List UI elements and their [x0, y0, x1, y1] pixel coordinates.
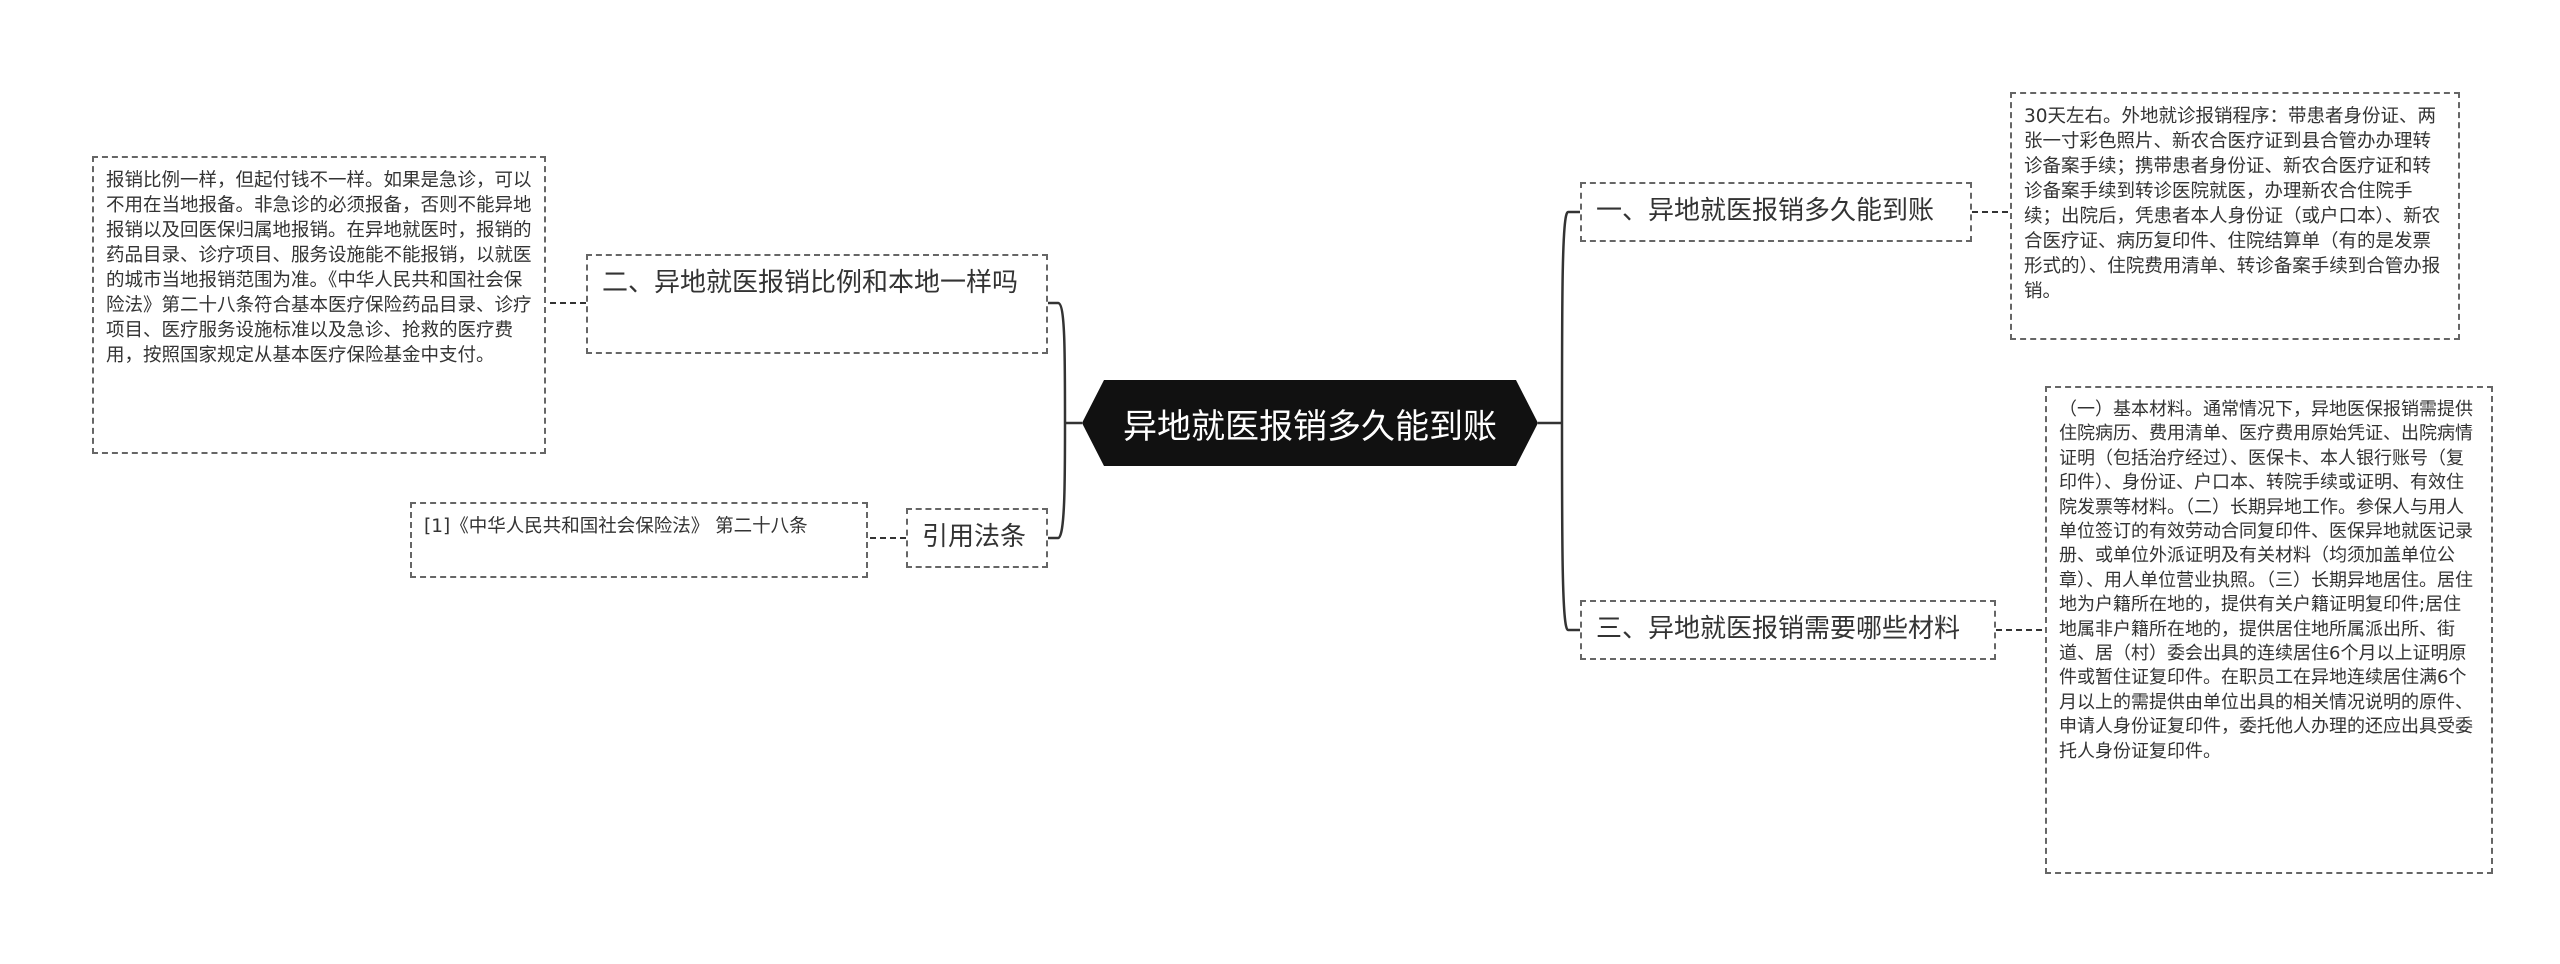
central-topic-text: 异地就医报销多久能到账: [1123, 406, 1497, 447]
branch-required-materials: 三、异地就医报销需要哪些材料: [1580, 600, 1996, 660]
central-topic: 异地就医报销多久能到账: [1082, 380, 1538, 466]
detail-cited-law: [1]《中华人民共和国社会保险法》 第二十八条: [410, 502, 868, 578]
branch-required-materials-label: 三、异地就医报销需要哪些材料: [1596, 614, 1961, 644]
branch-reimbursement-ratio: 二、异地就医报销比例和本地一样吗: [586, 254, 1048, 354]
branch-cited-law: 引用法条: [906, 508, 1048, 568]
detail-reimbursement-time: 30天左右。外地就诊报销程序：带患者身份证、两张一寸彩色照片、新农合医疗证到县合…: [2010, 92, 2460, 340]
branch-reimbursement-ratio-label: 二、异地就医报销比例和本地一样吗: [602, 268, 1019, 298]
detail-required-materials-text: （一）基本材料。通常情况下，异地医保报销需提供住院病历、费用清单、医疗费用原始凭…: [2059, 399, 2473, 762]
branch-reimbursement-time: 一、异地就医报销多久能到账: [1580, 182, 1972, 242]
branch-reimbursement-time-label: 一、异地就医报销多久能到账: [1596, 196, 1935, 226]
detail-cited-law-text: [1]《中华人民共和国社会保险法》 第二十八条: [424, 516, 808, 537]
detail-reimbursement-ratio: 报销比例一样，但起付钱不一样。如果是急诊，可以不用在当地报备。非急诊的必须报备，…: [92, 156, 546, 454]
detail-reimbursement-ratio-text: 报销比例一样，但起付钱不一样。如果是急诊，可以不用在当地报备。非急诊的必须报备，…: [106, 170, 532, 366]
detail-reimbursement-time-text: 30天左右。外地就诊报销程序：带患者身份证、两张一寸彩色照片、新农合医疗证到县合…: [2024, 106, 2441, 302]
branch-cited-law-label: 引用法条: [922, 522, 1027, 552]
detail-required-materials: （一）基本材料。通常情况下，异地医保报销需提供住院病历、费用清单、医疗费用原始凭…: [2045, 386, 2493, 874]
